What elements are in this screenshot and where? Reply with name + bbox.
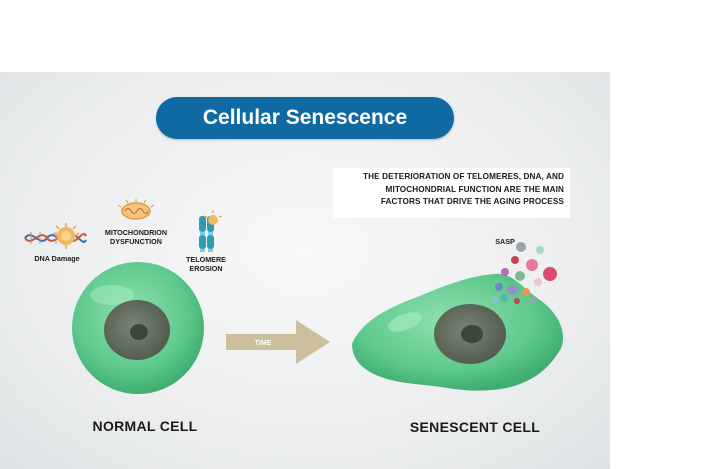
mitochondrion-label-line-1: MITOCHONDRION <box>104 228 168 237</box>
telomere-icon <box>199 210 223 252</box>
senescent-cell-label: SENESCENT CELL <box>409 419 541 435</box>
dna-damage-label: DNA Damage <box>34 254 80 263</box>
time-label: TIME <box>255 340 272 347</box>
page-title: Cellular Senescence <box>156 97 454 139</box>
normal-cell <box>72 262 204 394</box>
sasp-label: SASP <box>495 237 515 246</box>
time-arrow <box>226 320 330 364</box>
telomere-label: TELOMERE EROSION <box>181 255 231 273</box>
note-line-2: MITOCHONDRIAL FUNCTION ARE THE MAIN <box>385 184 564 194</box>
mitochondrion-label-line-2: DYSFUNCTION <box>110 237 162 246</box>
senescent-cell <box>352 273 564 391</box>
telomere-label-line-2: EROSION <box>189 264 223 273</box>
note-line-3: FACTORS THAT DRIVE THE AGING PROCESS <box>380 197 564 206</box>
sasp-particles <box>492 242 557 304</box>
dna-damage-icon <box>24 223 87 249</box>
aging-factors-note: THE DETERIORATION OF TELOMERES, DNA, AND… <box>333 168 570 218</box>
normal-cell-label: NORMAL CELL <box>92 418 198 434</box>
mitochondrion-icon <box>117 199 155 220</box>
mitochondrion-label: MITOCHONDRION DYSFUNCTION <box>96 228 176 246</box>
note-line-1: THE DETERIORATION OF TELOMERES, DNA, AND <box>363 172 564 181</box>
telomere-label-line-1: TELOMERE <box>186 255 226 264</box>
